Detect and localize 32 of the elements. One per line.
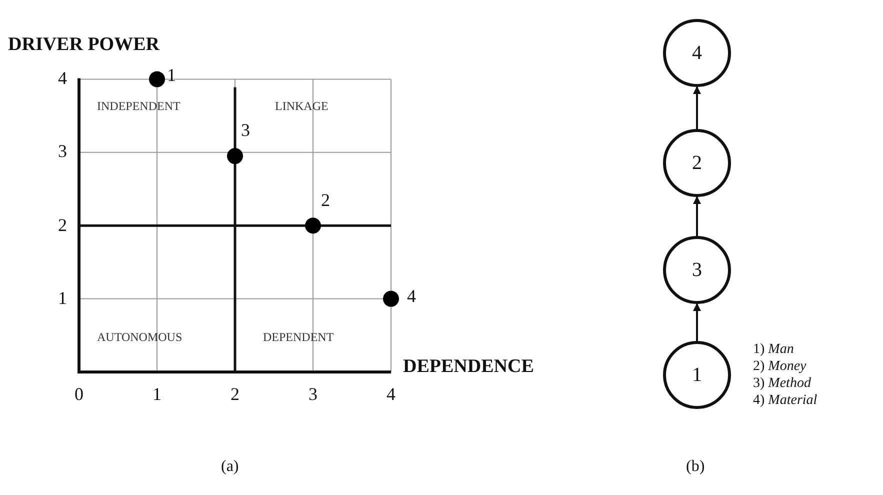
axis-title: DRIVER POWER — [8, 34, 160, 56]
tick-label: 3 — [58, 141, 67, 162]
tick-label: 1 — [58, 288, 67, 309]
tick-label: 2 — [230, 384, 240, 405]
tick-label: 4 — [58, 68, 67, 90]
quadrant-label: LINKAGE — [275, 99, 328, 114]
node-number: 1 — [692, 364, 702, 386]
arrow — [693, 86, 701, 129]
point-label: 4 — [407, 286, 416, 307]
key-item: 3) Method — [753, 375, 811, 392]
node-number: 3 — [692, 258, 702, 282]
axis-title: DEPENDENCE — [403, 356, 534, 378]
arrow — [693, 303, 701, 341]
point-label: 1 — [167, 65, 176, 86]
node-number: 2 — [692, 152, 702, 174]
quadrant-label: DEPENDENT — [263, 330, 334, 346]
node-number: 4 — [692, 42, 702, 64]
panel-label: (a) — [221, 458, 239, 475]
tick-label: 0 — [74, 384, 84, 405]
tick-label: 4 — [386, 384, 396, 405]
key-item: 4) Material — [753, 392, 818, 409]
point-label: 3 — [241, 120, 250, 142]
arrow — [693, 196, 701, 236]
point-label: 2 — [321, 190, 330, 211]
panel-label: (b) — [686, 458, 705, 475]
quadrant-label: INDEPENDENT — [97, 99, 180, 114]
tick-label: 1 — [152, 384, 162, 405]
tick-label: 3 — [308, 384, 318, 405]
quadrant-label: AUTONOMOUS — [97, 330, 182, 346]
key-item: 1) Man — [753, 341, 794, 358]
tick-label: 2 — [58, 214, 67, 236]
key-item: 2) Money — [753, 358, 806, 375]
